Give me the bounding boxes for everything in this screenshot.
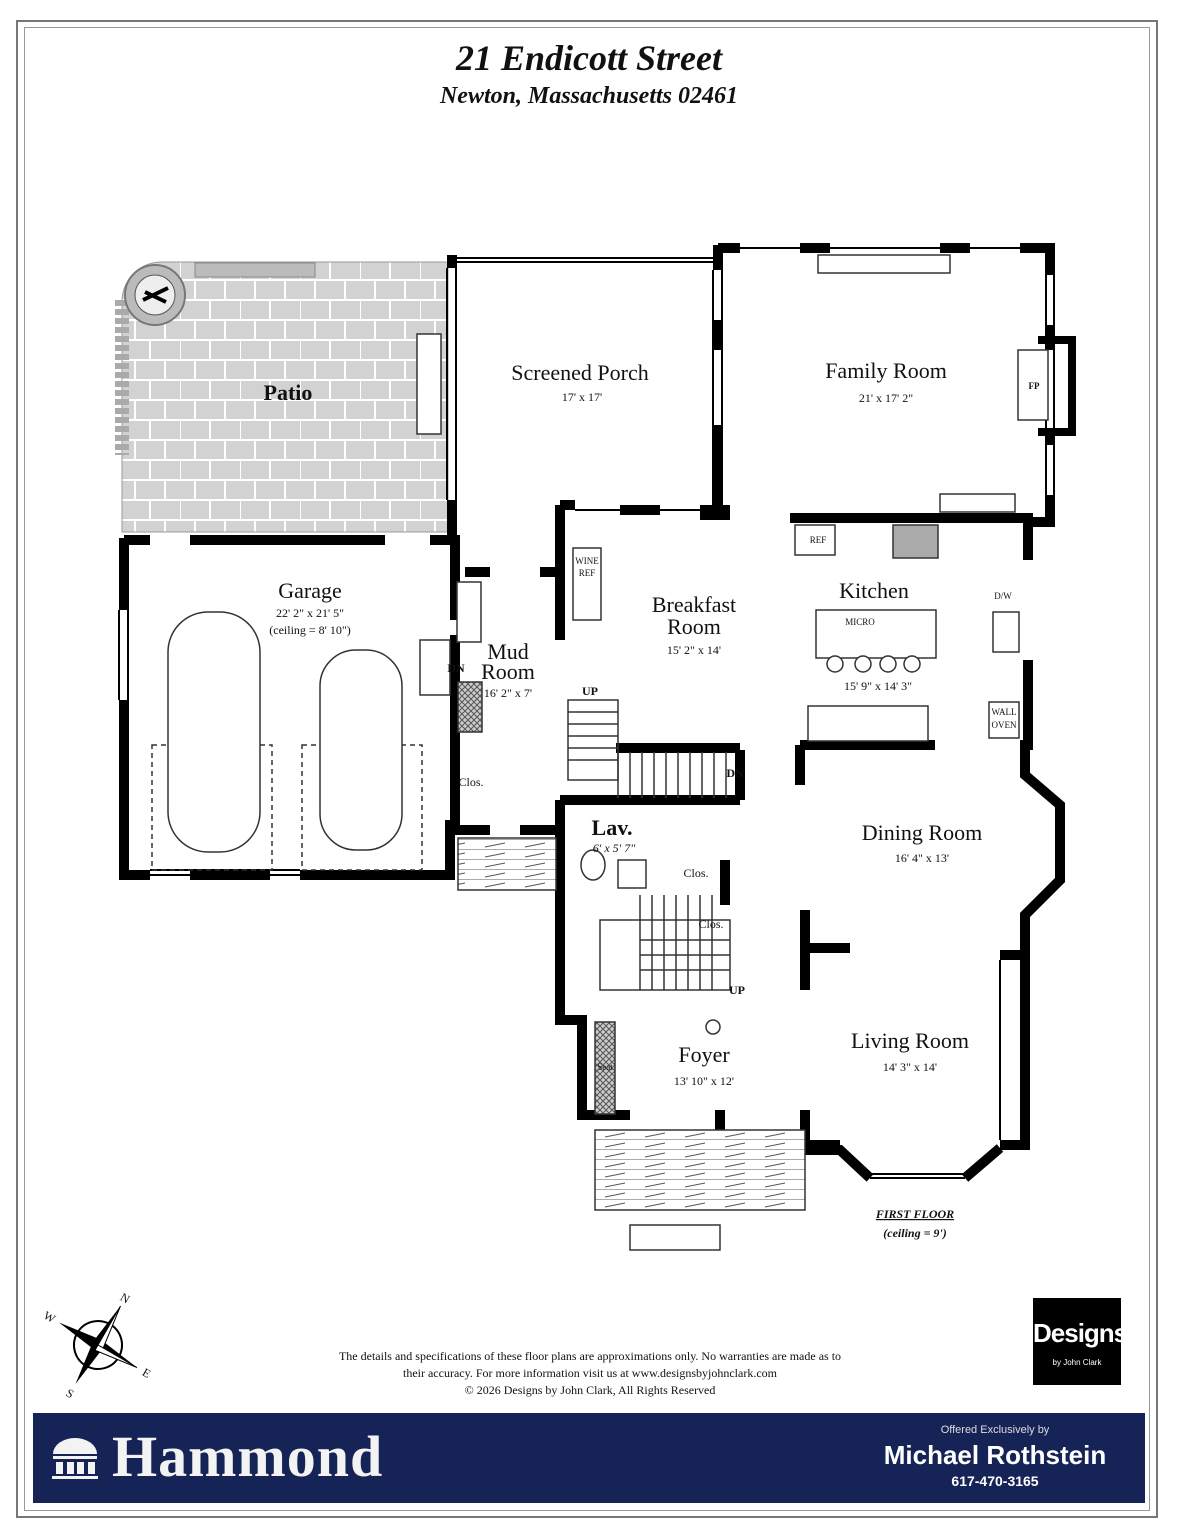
compass-e: E xyxy=(140,1365,153,1381)
parking-space-1 xyxy=(151,744,273,871)
agent-phone: 617-470-3165 xyxy=(951,1473,1039,1489)
bench-family-room-2 xyxy=(939,493,1016,513)
copyright: © 2026 Designs by John Clark, All Rights… xyxy=(464,1383,716,1397)
room-label-breakfast-1: Breakfast xyxy=(652,592,736,617)
range-icon xyxy=(892,524,939,559)
floor-label: FIRST FLOOR xyxy=(875,1207,954,1221)
stairs-up-label-2: UP xyxy=(729,983,745,997)
designs-logo-sub: by John Clark xyxy=(1052,1358,1102,1367)
room-label-breakfast-2: Room xyxy=(667,614,721,639)
room-dims-family-room: 21' x 17' 2" xyxy=(859,391,913,405)
offered-by-label: Offered Exclusively by xyxy=(940,1424,1050,1436)
windows xyxy=(118,247,1061,1179)
refrigerator-icon xyxy=(794,524,836,556)
parking-space-2 xyxy=(301,744,423,871)
wall-oven-label-1: WALL xyxy=(992,707,1017,717)
room-dims-dining-room: 16' 4" x 13' xyxy=(895,851,949,865)
wine-ref-icon xyxy=(572,547,602,621)
disclaimer: The details and specifications of these … xyxy=(300,1348,880,1399)
agent-name: Michael Rothstein xyxy=(883,1440,1107,1470)
designs-logo: Designs by John Clark xyxy=(1033,1298,1128,1385)
ref-label: REF xyxy=(810,535,827,545)
stairs-up-label-1: UP xyxy=(582,684,598,698)
walls xyxy=(119,243,1076,1182)
agent-banner xyxy=(33,1413,1145,1503)
stairs-down-label-2: DN xyxy=(447,661,465,675)
fixtures xyxy=(151,254,1049,1251)
fixture-labels: FP REF WINE REF MICRO D/W WALL OVEN Seat… xyxy=(447,381,1040,1072)
wall-oven-label-2: OVEN xyxy=(992,720,1017,730)
room-label-mud-room-2: Room xyxy=(481,659,535,684)
room-label-foyer: Foyer xyxy=(678,1042,730,1067)
car-icon-2 xyxy=(319,649,403,851)
fireplace-label: FP xyxy=(1029,381,1040,391)
property-title: 21 Endicott Street xyxy=(455,38,722,78)
room-dims-breakfast: 15' 2" x 14' xyxy=(667,643,721,657)
disclaimer-line-2: their accuracy. For more information vis… xyxy=(402,1366,777,1380)
designs-logo-text: Designs xyxy=(1033,1318,1128,1348)
seat-foyer xyxy=(594,1021,616,1115)
sink-icon xyxy=(992,611,1020,653)
room-label-garage: Garage xyxy=(278,578,342,603)
wall-oven-icon xyxy=(988,701,1020,739)
front-steps xyxy=(629,1224,721,1251)
room-dims-kitchen: 15' 9" x 14' 3" xyxy=(844,679,912,693)
disclaimer-line-1: The details and specifications of these … xyxy=(338,1349,842,1363)
hammond-building-icon xyxy=(52,1438,98,1479)
property-address: Newton, Massachusetts 02461 xyxy=(439,83,739,109)
toilet-icon xyxy=(580,849,606,881)
fireplace-icon xyxy=(1017,349,1049,421)
compass-n: N xyxy=(118,1290,133,1307)
room-label-dining-room: Dining Room xyxy=(862,820,982,845)
grill-patio xyxy=(416,333,442,435)
closet-label-foyer: Clos. xyxy=(698,917,723,931)
room-dims-screened-porch: 17' x 17' xyxy=(562,390,602,404)
bench-mud-room xyxy=(457,681,483,733)
patio: Patio xyxy=(115,261,449,533)
bench-family-room xyxy=(817,254,951,274)
stairs-main xyxy=(599,895,731,1035)
floor-ceiling: (ceiling = 9') xyxy=(883,1226,947,1240)
mud-cubbies xyxy=(456,581,482,643)
room-label-kitchen: Kitchen xyxy=(839,578,909,603)
room-dims-living-room: 14' 3" x 14' xyxy=(883,1060,937,1074)
hammond-logo: Hammond xyxy=(112,1424,384,1489)
wine-ref-label-2: REF xyxy=(579,568,596,578)
seat-label: Seat xyxy=(597,1062,613,1072)
compass-w: W xyxy=(41,1308,58,1326)
page-frame-inner xyxy=(24,27,1150,1511)
room-label-lav: Lav. xyxy=(592,815,633,840)
kitchen-island xyxy=(815,609,937,659)
wine-ref-label-1: WINE xyxy=(575,556,599,566)
page-frame-outer xyxy=(16,20,1158,1518)
compass-rose-icon: N E S W xyxy=(41,1290,153,1401)
garage-steps xyxy=(419,639,451,696)
room-label-living-room: Living Room xyxy=(851,1028,969,1053)
dw-label: D/W xyxy=(994,591,1012,601)
closet-label-mud: Clos. xyxy=(458,775,483,789)
room-dims-garage: 22' 2" x 21' 5" xyxy=(276,606,344,620)
lav-sink-icon xyxy=(617,859,647,889)
micro-label: MICRO xyxy=(845,617,875,627)
room-label-mud-room-1: Mud xyxy=(487,639,529,664)
room-dims-mud-room: 16' 2" x 7' xyxy=(484,686,532,700)
mud-room-steps xyxy=(457,837,557,891)
stairs-basement xyxy=(567,699,727,798)
room-dims-lav: 6' x 5' 7" xyxy=(593,841,636,855)
car-icon-1 xyxy=(167,611,261,853)
compass-s: S xyxy=(64,1386,77,1401)
room-labels: Screened Porch 17' x 17' Family Room 21'… xyxy=(269,358,982,1088)
garage-ceiling: (ceiling = 8' 10") xyxy=(269,623,350,637)
room-label-screened-porch: Screened Porch xyxy=(511,360,648,385)
closet-label-lav: Clos. xyxy=(683,866,708,880)
room-label-patio: Patio xyxy=(264,380,313,405)
kitchen-counter xyxy=(807,705,929,742)
room-dims-foyer: 13' 10" x 12' xyxy=(674,1074,734,1088)
room-label-family-room: Family Room xyxy=(825,358,947,383)
front-porch xyxy=(594,1129,806,1211)
stairs-down-label-1: DN xyxy=(726,766,744,780)
